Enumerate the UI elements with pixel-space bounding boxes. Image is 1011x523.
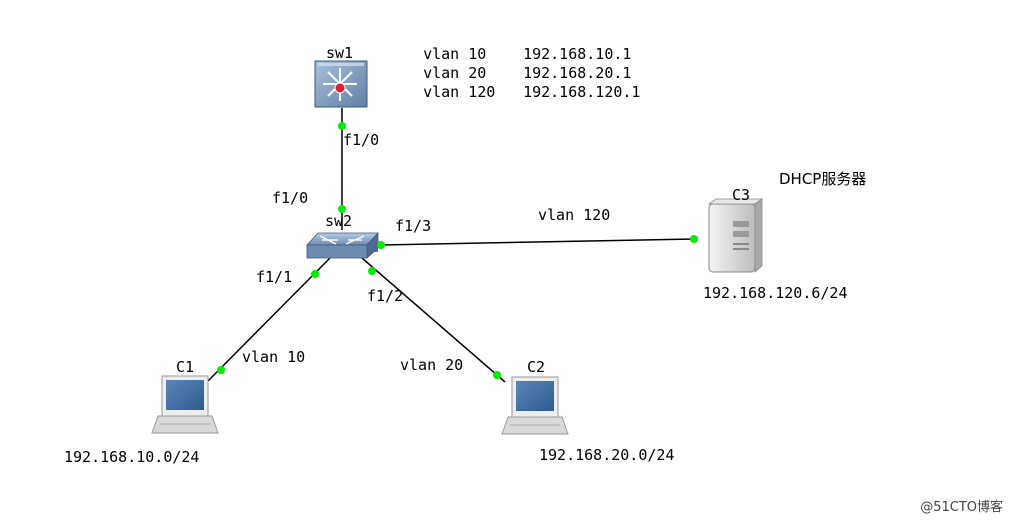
dhcp-server-label: DHCP服务器 bbox=[779, 170, 867, 188]
c3-server-icon[interactable] bbox=[707, 198, 764, 273]
vlan-name: vlan 20 bbox=[423, 64, 487, 82]
sw2-switch-icon[interactable] bbox=[306, 231, 379, 259]
link-sw2-c3 bbox=[379, 238, 695, 246]
link-vlan-label-c2: vlan 20 bbox=[400, 356, 464, 374]
c1-pc-icon[interactable] bbox=[151, 375, 219, 434]
c2-label: C2 bbox=[527, 358, 546, 376]
sw1-label: sw1 bbox=[326, 44, 354, 62]
vlan-name: vlan 120 bbox=[423, 83, 496, 101]
port-dot-c3 bbox=[690, 235, 698, 243]
port-dot-c1 bbox=[217, 366, 225, 374]
link-vlan-label-c1: vlan 10 bbox=[242, 348, 306, 366]
vlan-gateway: 192.168.10.1 bbox=[523, 45, 632, 63]
vlan-gateway: 192.168.120.1 bbox=[523, 83, 641, 101]
port-dot-sw2-f12 bbox=[368, 267, 376, 275]
c1-subnet-label: 192.168.10.0/24 bbox=[64, 448, 200, 466]
port-dot-sw1-f10 bbox=[338, 122, 346, 130]
links bbox=[206, 108, 695, 383]
port-dot-sw2-f13 bbox=[377, 241, 385, 249]
link-vlan-label-c3: vlan 120 bbox=[538, 206, 611, 224]
port-label-sw2-f12: f1/2 bbox=[367, 287, 404, 305]
port-label-sw2-f13: f1/3 bbox=[395, 217, 432, 235]
port-label-sw1-f10: f1/0 bbox=[343, 131, 380, 149]
c3-label: C3 bbox=[732, 186, 751, 204]
port-dot-sw2-f11 bbox=[311, 270, 319, 278]
link-sw2-c2 bbox=[361, 257, 506, 383]
c2-subnet-label: 192.168.20.0/24 bbox=[539, 446, 675, 464]
port-dot-c2 bbox=[493, 371, 501, 379]
port-label-sw2-f10: f1/0 bbox=[272, 189, 309, 207]
c2-pc-icon[interactable] bbox=[501, 376, 569, 435]
port-dots bbox=[217, 122, 698, 379]
vlan-table-row: vlan 120 192.168.120.1 bbox=[405, 65, 640, 101]
vlan-gateway: 192.168.20.1 bbox=[523, 64, 632, 82]
vlan-name: vlan 10 bbox=[423, 45, 487, 63]
port-label-sw2-f11: f1/1 bbox=[256, 268, 293, 286]
link-sw2-c1 bbox=[206, 257, 331, 383]
c3-ip-label: 192.168.120.6/24 bbox=[703, 284, 848, 302]
vlan-table-row: vlan 10 192.168.10.1 bbox=[405, 27, 631, 63]
sw1-switch-icon[interactable] bbox=[314, 60, 368, 108]
vlan-table-row: vlan 20 192.168.20.1 bbox=[405, 46, 631, 82]
watermark: @51CTO博客 bbox=[920, 500, 1003, 515]
c1-label: C1 bbox=[176, 358, 195, 376]
port-dot-sw2-f10 bbox=[338, 205, 346, 213]
sw2-label: sw2 bbox=[325, 212, 353, 230]
